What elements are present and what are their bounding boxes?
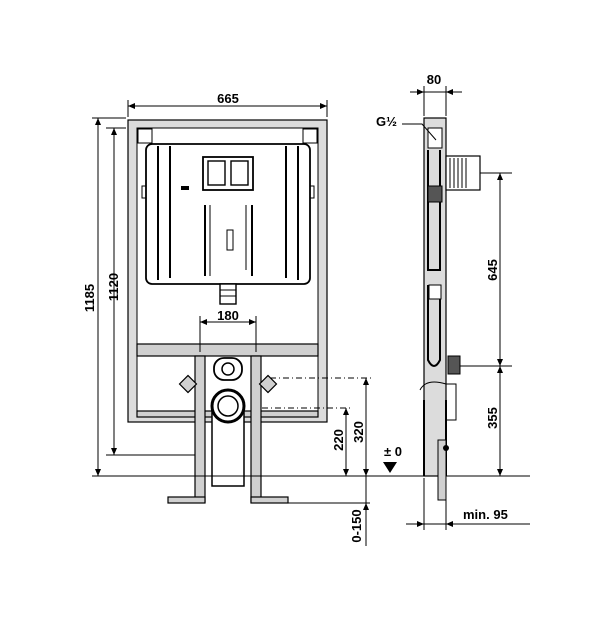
reference-lines — [262, 377, 372, 409]
post-right — [250, 355, 262, 503]
label-665: 665 — [217, 91, 239, 106]
label-1185: 1185 — [82, 284, 97, 312]
corner-top-left — [137, 128, 153, 144]
dim-arrow-0-150 — [363, 503, 369, 510]
bracket-right — [258, 374, 278, 394]
side-screw — [443, 445, 449, 451]
side-foot — [437, 439, 447, 501]
side-bend — [419, 381, 457, 421]
foot-right — [250, 496, 289, 504]
label-320: 320 — [351, 421, 366, 443]
side-tank-band — [427, 185, 443, 203]
label-80: 80 — [427, 72, 441, 87]
label-220: 220 — [331, 429, 346, 451]
outlet-rings — [220, 289, 236, 297]
leader-thread — [402, 123, 437, 141]
label-355: 355 — [485, 407, 500, 429]
foot-left — [167, 496, 206, 504]
dim-arrows-220 — [343, 408, 349, 476]
outlet-pipe — [219, 283, 237, 305]
dim-arrows-180 — [200, 319, 256, 325]
valve — [226, 229, 234, 251]
button-right — [230, 160, 249, 186]
dim-line-0-150 — [288, 476, 370, 546]
floor-marker — [383, 462, 397, 473]
dim-line-1120 — [106, 127, 195, 456]
side-thread — [449, 158, 467, 188]
tank-inner-walls — [204, 205, 253, 276]
label-min-95: min. 95 — [463, 507, 508, 522]
label-645: 645 — [485, 259, 500, 281]
dim-line-645 — [460, 172, 512, 367]
side-valve — [447, 355, 461, 375]
dim-line-665 — [127, 100, 328, 117]
water-inlet-bore — [221, 362, 235, 376]
label-floor-zero: ± 0 — [384, 444, 402, 459]
bracket-left — [178, 374, 198, 394]
label-180: 180 — [217, 308, 239, 323]
side-tank — [427, 150, 441, 271]
tank-mark — [181, 186, 189, 190]
side-pipe — [427, 285, 441, 367]
tank-inner-lines — [209, 205, 247, 276]
corner-top-right — [302, 128, 318, 144]
front-view: 665 1185 1120 180 220 320 ± 0 0-150 — [82, 91, 530, 546]
button-left — [207, 160, 226, 186]
side-top-bracket — [427, 127, 443, 149]
side-button-box — [445, 155, 481, 191]
side-pipe-joint — [428, 284, 442, 300]
crossbar — [136, 343, 319, 357]
post-left — [194, 355, 206, 503]
dim-line-min-95 — [406, 478, 530, 530]
label-1120: 1120 — [106, 273, 121, 301]
label-0-150: 0-150 — [349, 509, 364, 542]
label-thread: G½ — [376, 114, 397, 129]
side-view: 80 G½ 645 355 min. 95 — [376, 72, 530, 530]
drain-bore — [217, 395, 239, 417]
tank-ribs — [157, 146, 299, 280]
